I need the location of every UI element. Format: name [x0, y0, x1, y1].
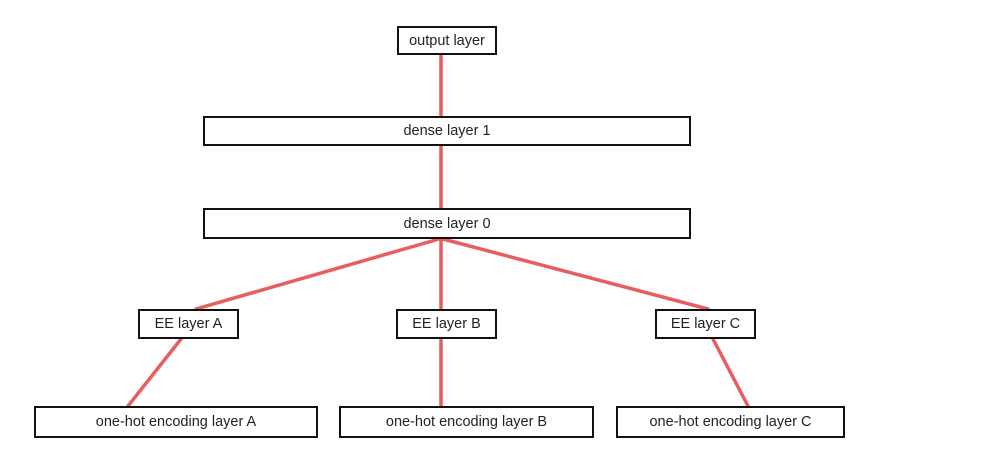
edge-ee-c-onehot-c	[711, 337, 750, 408]
ee-layer-b-box: EE layer B	[396, 309, 497, 339]
onehot-layer-c-box: one-hot encoding layer C	[616, 406, 845, 438]
dense-layer-1-box: dense layer 1	[203, 116, 691, 146]
output-layer-box: output layer	[397, 26, 497, 55]
onehot-layer-a-box: one-hot encoding layer A	[34, 406, 318, 438]
edge-dense0-ee-c	[441, 237, 710, 311]
onehot-layer-b-box: one-hot encoding layer B	[339, 406, 594, 438]
edge-ee-a-onehot-a	[126, 337, 183, 408]
ee-layer-c-box: EE layer C	[655, 309, 756, 339]
ee-layer-a-box: EE layer A	[138, 309, 239, 339]
edge-dense0-ee-a	[194, 237, 441, 311]
dense-layer-0-box: dense layer 0	[203, 208, 691, 239]
